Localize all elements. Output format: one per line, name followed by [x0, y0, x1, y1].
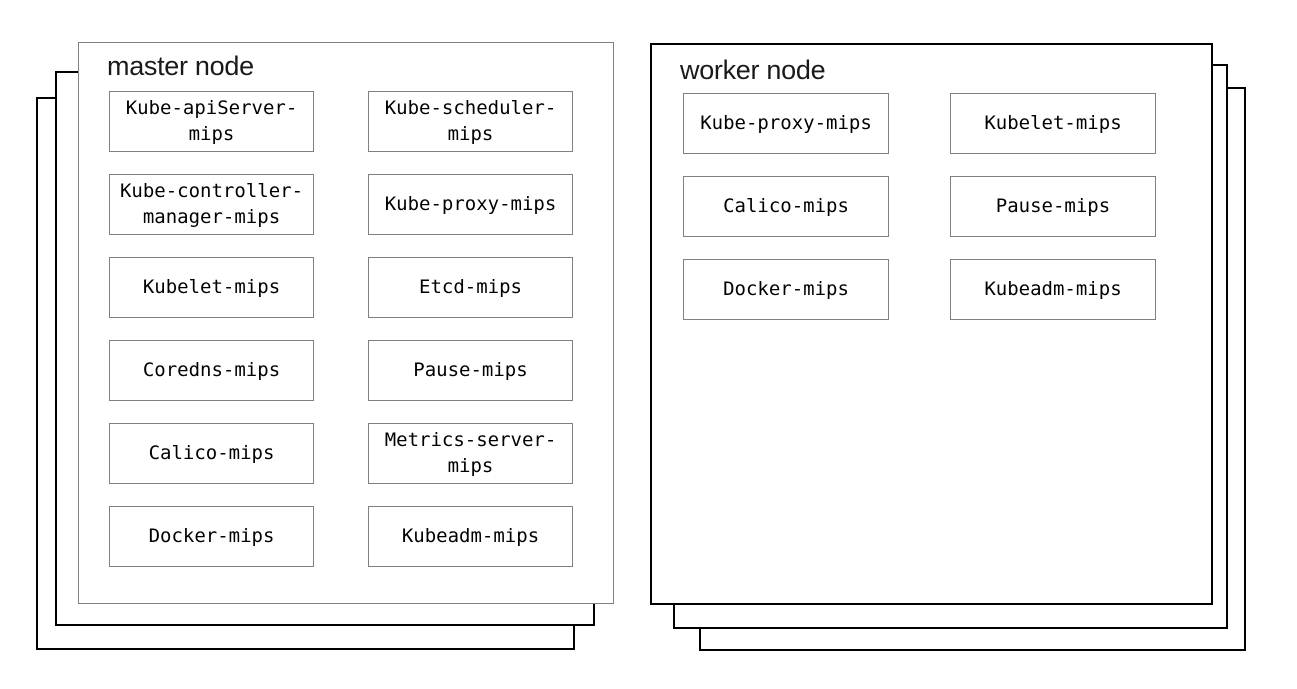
- master-node-panel: master node Kube-apiServer-mips Kube-sch…: [78, 42, 614, 604]
- master-node-title: master node: [107, 51, 254, 81]
- component-box-docker: Docker-mips: [109, 506, 314, 567]
- component-box-kubelet: Kubelet-mips: [950, 93, 1156, 154]
- component-box-docker: Docker-mips: [683, 259, 889, 320]
- component-box-kubeadm: Kubeadm-mips: [950, 259, 1156, 320]
- component-box-calico: Calico-mips: [683, 176, 889, 237]
- component-box-kube-scheduler: Kube-scheduler-mips: [368, 91, 573, 152]
- component-box-etcd: Etcd-mips: [368, 257, 573, 318]
- master-node-components: Kube-apiServer-mips Kube-scheduler-mips …: [109, 91, 573, 567]
- component-box-kube-controller-manager: Kube-controller-manager-mips: [109, 174, 314, 235]
- component-box-kubeadm: Kubeadm-mips: [368, 506, 573, 567]
- component-box-metrics-server: Metrics-server-mips: [368, 423, 573, 484]
- component-box-pause: Pause-mips: [368, 340, 573, 401]
- worker-node-panel: worker node Kube-proxy-mips Kubelet-mips…: [650, 43, 1213, 605]
- component-box-kube-proxy: Kube-proxy-mips: [368, 174, 573, 235]
- component-box-kube-apiserver: Kube-apiServer-mips: [109, 91, 314, 152]
- worker-node-components: Kube-proxy-mips Kubelet-mips Calico-mips…: [683, 93, 1156, 320]
- component-box-calico: Calico-mips: [109, 423, 314, 484]
- worker-node-title: worker node: [680, 55, 826, 85]
- component-box-kubelet: Kubelet-mips: [109, 257, 314, 318]
- component-box-kube-proxy: Kube-proxy-mips: [683, 93, 889, 154]
- component-box-coredns: Coredns-mips: [109, 340, 314, 401]
- component-box-pause: Pause-mips: [950, 176, 1156, 237]
